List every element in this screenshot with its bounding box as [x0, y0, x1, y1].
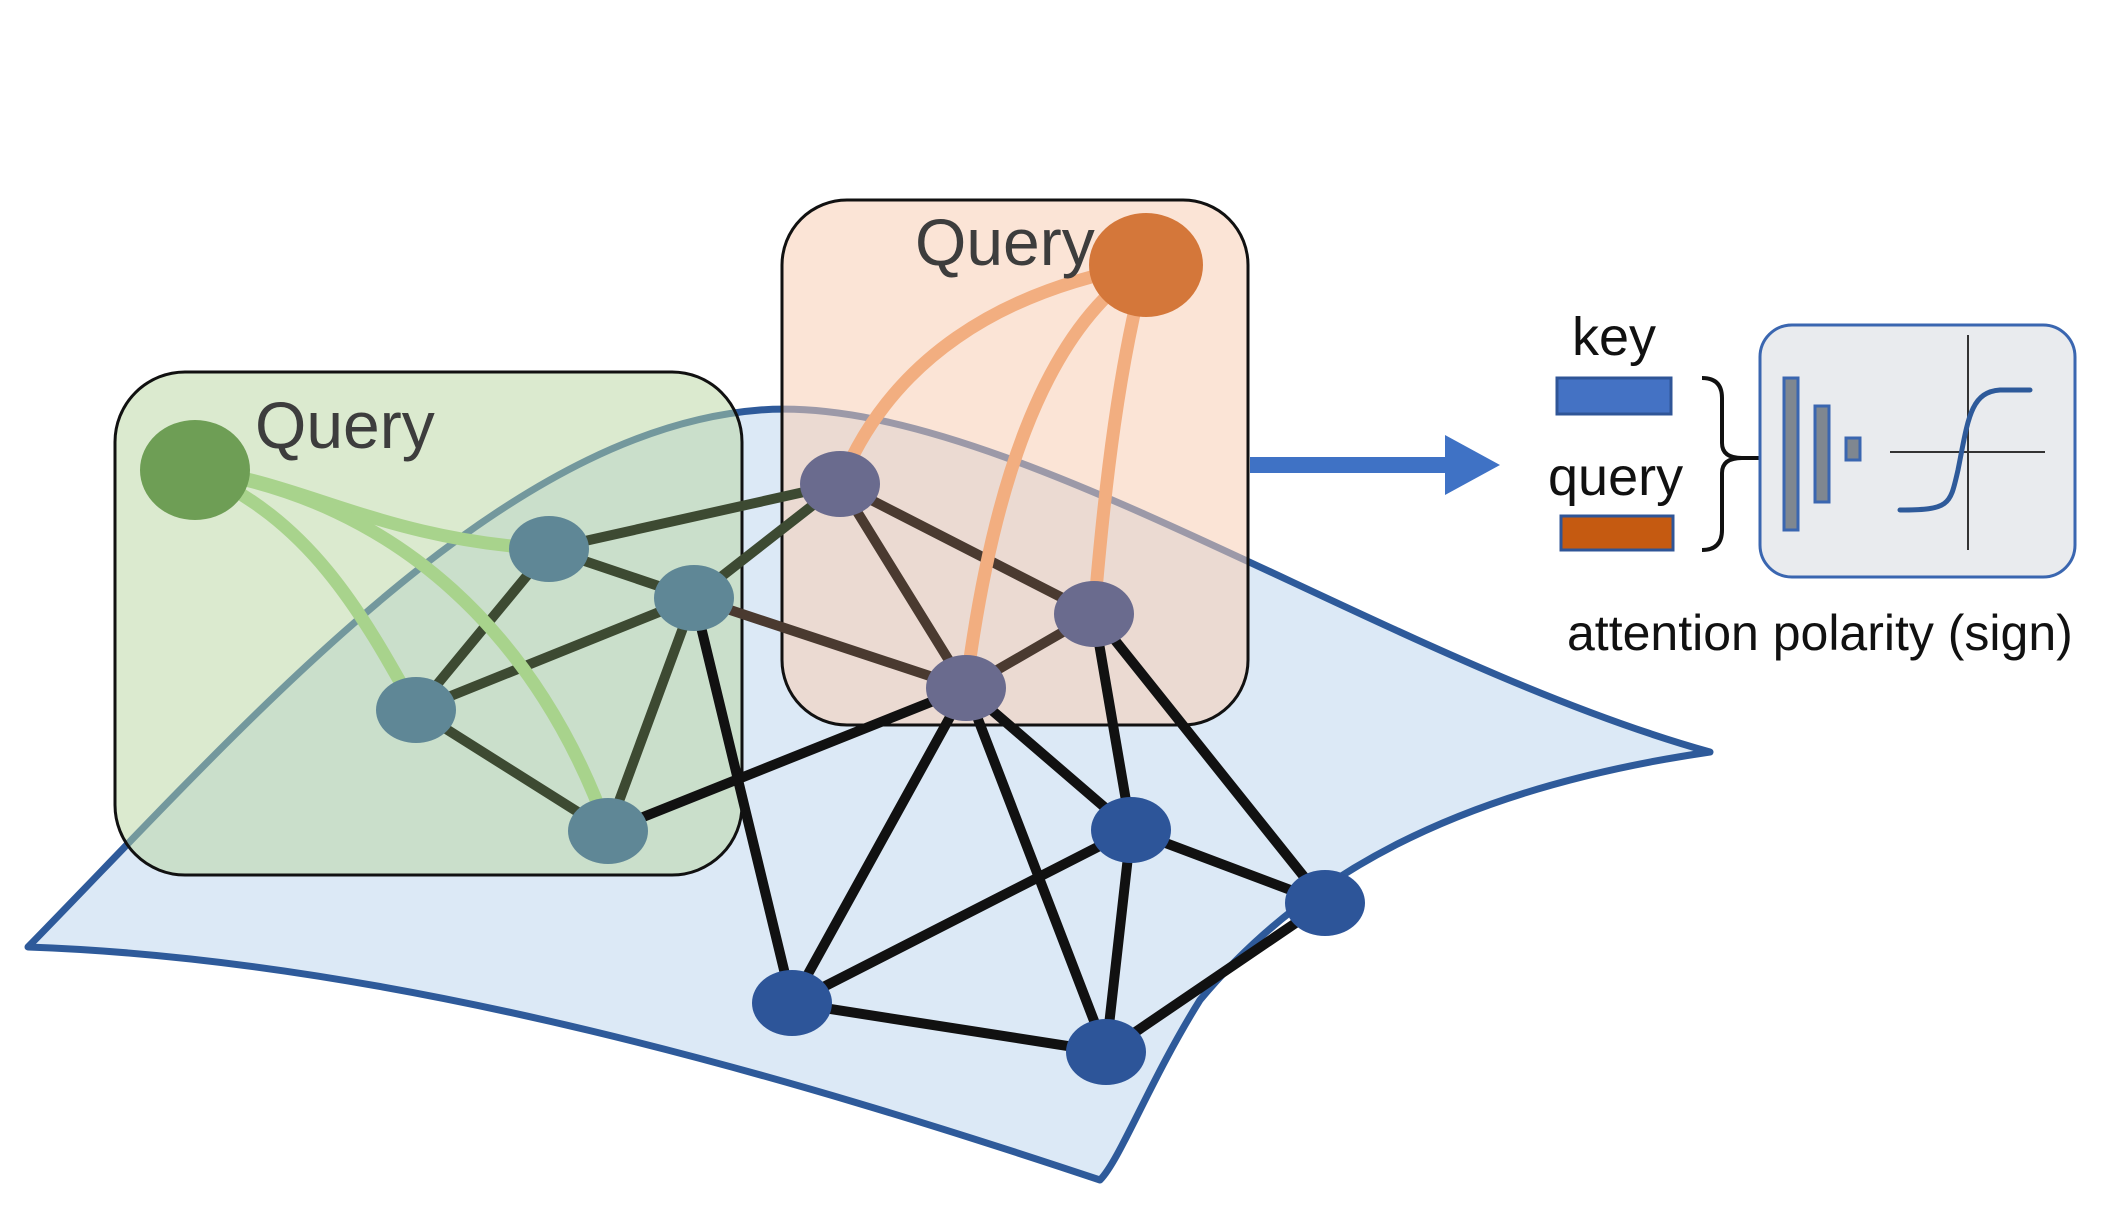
slate-node [926, 655, 1006, 721]
green-query-label: Query [255, 388, 435, 462]
blue-node [752, 970, 832, 1036]
edge [1101, 825, 1136, 1057]
edge [689, 593, 971, 693]
edge [787, 998, 1111, 1057]
teal-node [376, 677, 456, 743]
edge [689, 593, 797, 1008]
edge [835, 479, 971, 693]
sigmoid-curve-icon [1890, 335, 2045, 550]
orange-query-node [1089, 213, 1203, 317]
teal-node [509, 516, 589, 582]
edge [961, 683, 1111, 1057]
blue-node [1091, 797, 1171, 863]
key-label: key [1572, 307, 1656, 367]
edge [835, 479, 1099, 619]
blue-node [1285, 870, 1365, 936]
key-bar [1555, 376, 1673, 416]
green-query-box [113, 370, 744, 877]
query-bar [1559, 514, 1675, 552]
teal-node [654, 565, 734, 631]
curly-brace-icon [1701, 376, 1743, 552]
edge [787, 825, 1136, 1008]
slate-node [800, 451, 880, 517]
edge [411, 593, 699, 715]
edge [411, 705, 613, 836]
attention-polarity-label: attention polarity (sign) [1567, 605, 2073, 661]
edge [544, 479, 845, 554]
attention-edge [188, 463, 615, 838]
bar-glyph-icon [1782, 376, 1862, 532]
green-query-node [140, 420, 250, 520]
attention-edge [833, 258, 1153, 491]
graph-nodes [140, 213, 1365, 1085]
edge [787, 683, 971, 1008]
teal-node [568, 798, 648, 864]
edge [603, 593, 699, 836]
edge [1089, 609, 1136, 835]
query-small-label: query [1548, 447, 1683, 507]
edge [1089, 609, 1330, 908]
orange-query-label: Query [915, 205, 1095, 279]
edge [1101, 898, 1330, 1057]
right-arrow-icon [1250, 435, 1500, 495]
edge [603, 683, 971, 836]
slate-node [1054, 581, 1134, 647]
blue-node [1066, 1019, 1146, 1085]
